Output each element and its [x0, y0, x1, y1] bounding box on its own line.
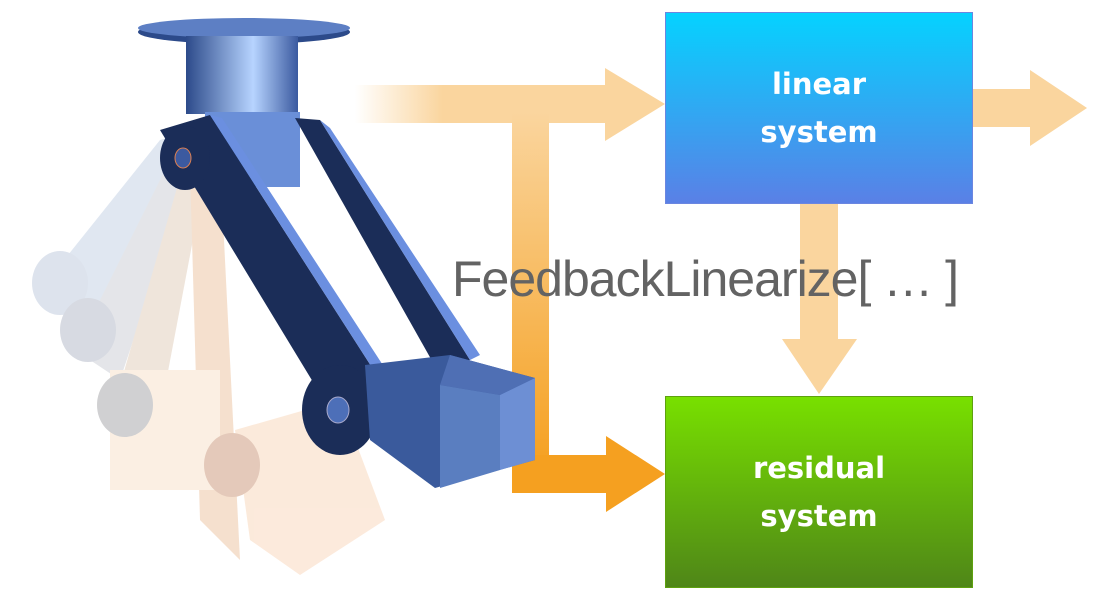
- arrow-linear-output: [973, 70, 1087, 146]
- residual-system-block: residual system: [665, 396, 973, 588]
- residual-system-label-line2: system: [760, 499, 878, 533]
- residual-system-label-line1: residual: [752, 451, 886, 485]
- ghost-links: [32, 130, 385, 575]
- linear-system-label-line2: system: [760, 115, 878, 149]
- arrow-linear-to-residual: [782, 204, 857, 394]
- feedback-linearize-label: FeedbackLinearize[ … ]: [452, 251, 959, 307]
- linear-system-label-line1: linear: [771, 67, 867, 101]
- robot-arm-illustration: [32, 18, 535, 575]
- arrow-input-to-linear: [355, 68, 665, 141]
- linear-system-block: linear system: [665, 12, 973, 204]
